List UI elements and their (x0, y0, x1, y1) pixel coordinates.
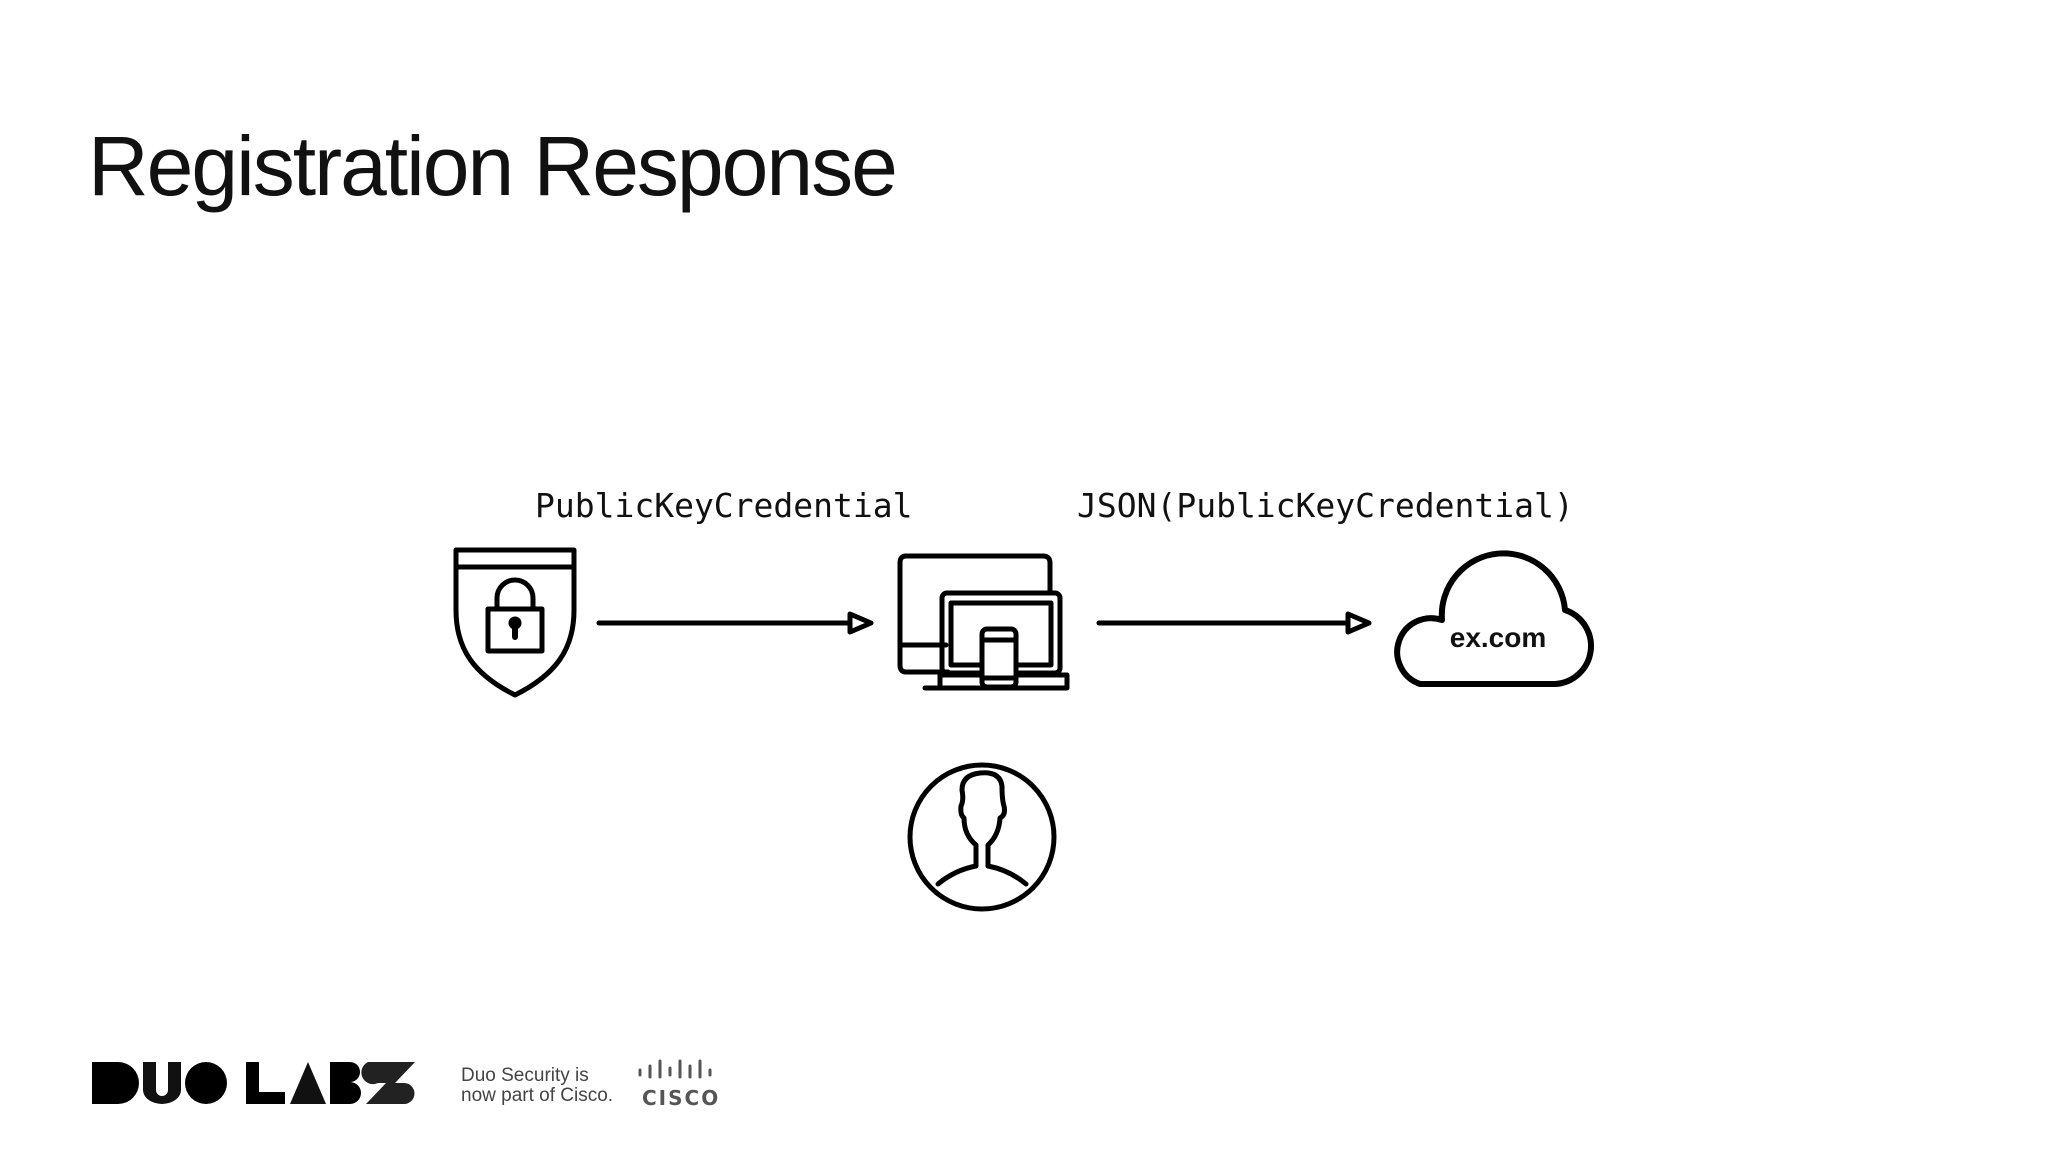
devices-icon (897, 553, 1070, 691)
duo-labs-logo (92, 1062, 415, 1104)
arrow-authenticator-to-client (596, 611, 874, 635)
server-label: ex.com (1449, 622, 1547, 653)
arrow-client-to-server (1096, 611, 1372, 635)
svg-text:CISCO: CISCO (642, 1086, 720, 1110)
tagline-line1: Duo Security is (461, 1065, 589, 1086)
cloud-icon (1394, 550, 1594, 687)
arrow-label-client-to-server: JSON(PublicKeyCredential) (1077, 486, 1574, 525)
footer-tagline: Duo Security is now part of Cisco. (461, 1066, 613, 1106)
user-icon (907, 762, 1057, 912)
cisco-logo: CISCO (638, 1059, 720, 1110)
shield-lock-icon (453, 547, 577, 698)
tagline-line2: now part of Cisco. (461, 1085, 614, 1106)
slide-title: Registration Response (88, 119, 898, 213)
arrow-label-authenticator-to-client: PublicKeyCredential (535, 486, 913, 525)
